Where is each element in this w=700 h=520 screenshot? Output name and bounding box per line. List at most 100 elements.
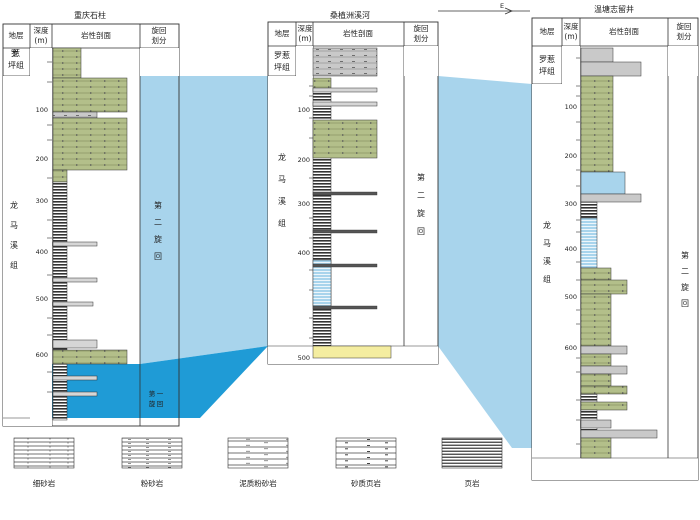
depth-tick-label: 400 bbox=[298, 249, 310, 257]
upper-formation-label: 罗惹 bbox=[274, 50, 290, 60]
header-depth: 深度 bbox=[34, 25, 49, 35]
lithology-column bbox=[580, 47, 658, 459]
cycle-label-char: 旋 bbox=[417, 208, 425, 218]
upper-formation-label: 罗惹 bbox=[539, 54, 555, 64]
legend-item: 砂质页岩 bbox=[335, 437, 397, 488]
cycle-lower-char: 第 bbox=[149, 389, 156, 398]
legend-swatch bbox=[121, 437, 183, 469]
cycle-label-char: 回 bbox=[417, 227, 425, 236]
well-title: 重庆石柱 bbox=[74, 10, 106, 20]
depth-tick-label: 300 bbox=[298, 200, 310, 208]
cycle-label-char: 旋 bbox=[681, 282, 689, 292]
header-cycle-2: 划分 bbox=[414, 33, 429, 43]
legend-item: 细砂岩 bbox=[13, 437, 75, 488]
depth-tick-label: 600 bbox=[565, 344, 577, 352]
main-formation-char: 组 bbox=[278, 218, 286, 228]
upper-formation-label-2: 坪组 bbox=[274, 62, 290, 72]
header-cycle: 旋回 bbox=[414, 23, 429, 33]
depth-tick-label: 300 bbox=[565, 200, 577, 208]
header-strata: 地层 bbox=[9, 30, 24, 40]
depth-tick-label: 500 bbox=[298, 354, 310, 362]
depth-scale bbox=[576, 57, 580, 445]
correlation-zone-upper bbox=[140, 76, 268, 364]
legend-item: 泥质粉砂岩 bbox=[227, 437, 289, 488]
header-lithology: 岩性剖面 bbox=[609, 26, 639, 36]
header-depth: 深度 bbox=[298, 23, 313, 33]
upper-formation-label-2: 坪组 bbox=[8, 60, 24, 70]
main-formation-char: 溪 bbox=[543, 256, 551, 266]
header-lithology: 岩性剖面 bbox=[343, 28, 373, 38]
main-formation-char: 溪 bbox=[278, 196, 286, 206]
well-title: 桑植洲溪河 bbox=[330, 10, 370, 20]
header-depth-unit: (m) bbox=[34, 36, 47, 45]
depth-tick-label: 200 bbox=[298, 156, 310, 164]
upper-formation-label: 罗 惹 bbox=[11, 48, 22, 58]
depth-tick-label: 200 bbox=[565, 152, 577, 160]
legend-swatch bbox=[335, 437, 397, 469]
well-column-2: 桑植洲溪河 地层 深度 (m) 岩性剖面 旋回 划分 罗惹 坪组 龙 马 溪 组… bbox=[267, 10, 439, 365]
main-formation-char: 组 bbox=[543, 274, 551, 284]
well-column-1: 重庆石柱 地层 深度 (m) 岩性剖面 旋回 划分 罗 惹 坪组 龙 马 溪 组… bbox=[2, 10, 180, 427]
depth-tick-label: 400 bbox=[36, 248, 48, 256]
legend-swatch bbox=[13, 437, 75, 469]
legend-label: 页岩 bbox=[465, 478, 480, 488]
header-strata: 地层 bbox=[275, 28, 290, 38]
legend-swatch bbox=[227, 437, 289, 469]
depth-tick-label: 600 bbox=[36, 351, 48, 359]
cycle-lower-char: 旋 bbox=[149, 399, 156, 408]
legend-item: 页岩 bbox=[441, 437, 503, 488]
correlation-zone-upper-right bbox=[438, 76, 532, 448]
main-formation-char: 龙 bbox=[10, 200, 18, 210]
depth-tick-label: 500 bbox=[565, 293, 577, 301]
cycle-label-char: 第 bbox=[154, 200, 162, 210]
cycle-lower-char: 回 bbox=[157, 400, 164, 408]
depth-tick-label: 400 bbox=[565, 245, 577, 253]
east-arrow-icon bbox=[504, 7, 514, 15]
main-formation-char: 组 bbox=[10, 260, 18, 270]
depth-tick-label: 100 bbox=[565, 103, 577, 111]
header-cycle-2: 划分 bbox=[677, 31, 692, 41]
depth-tick-label: 100 bbox=[36, 106, 48, 114]
header-depth: 深度 bbox=[564, 21, 579, 31]
main-formation-char: 龙 bbox=[543, 220, 551, 230]
header-strata: 地层 bbox=[540, 26, 555, 36]
header-cycle-2: 划分 bbox=[152, 35, 167, 45]
depth-scale bbox=[309, 85, 313, 339]
depth-tick-label: 200 bbox=[36, 155, 48, 163]
cycle-label-char: 回 bbox=[154, 252, 162, 261]
compass-label: E bbox=[500, 2, 504, 10]
cycle-label-char: 第 bbox=[681, 250, 689, 260]
cycle-label-char: 旋 bbox=[154, 234, 162, 244]
lithology-column bbox=[312, 47, 392, 359]
cycle-label-char: 二 bbox=[417, 191, 425, 200]
cycle-label-char: 二 bbox=[154, 218, 162, 227]
legend-item: 粉砂岩 bbox=[121, 437, 183, 488]
header-cycle: 旋回 bbox=[152, 25, 167, 35]
header-depth-unit: (m) bbox=[564, 32, 577, 41]
upper-formation-label-2: 坪组 bbox=[539, 66, 555, 76]
depth-tick-label: 100 bbox=[298, 106, 310, 114]
legend-label: 砂质页岩 bbox=[351, 478, 381, 488]
legend-label: 粉砂岩 bbox=[141, 478, 164, 488]
header-cycle: 旋回 bbox=[677, 21, 692, 31]
cycle-label-char: 二 bbox=[681, 267, 689, 276]
cycle-lower-char: 一 bbox=[157, 390, 164, 398]
main-formation-char: 马 bbox=[543, 239, 551, 248]
header-depth-unit: (m) bbox=[298, 34, 311, 43]
depth-tick-label: 300 bbox=[36, 197, 48, 205]
main-formation-char: 溪 bbox=[10, 240, 18, 250]
well-title: 温塘志留井 bbox=[594, 4, 634, 14]
legend: 细砂岩 粉砂岩 泥质粉砂岩 砂质页岩 页岩 bbox=[13, 437, 503, 488]
legend-label: 细砂岩 bbox=[33, 478, 56, 488]
depth-scale bbox=[47, 61, 52, 393]
header-lithology: 岩性剖面 bbox=[81, 30, 111, 40]
main-formation-char: 马 bbox=[10, 221, 18, 230]
well-column-3: 温塘志留井 地层 深度 (m) 岩性剖面 旋回 划分 罗惹 坪组 龙 马 溪 组… bbox=[531, 4, 699, 481]
main-formation-char: 龙 bbox=[278, 152, 286, 162]
cycle-label-char: 回 bbox=[681, 299, 689, 308]
legend-label: 泥质粉砂岩 bbox=[239, 478, 277, 488]
lithology-column bbox=[52, 47, 128, 421]
legend-swatch bbox=[441, 437, 503, 469]
